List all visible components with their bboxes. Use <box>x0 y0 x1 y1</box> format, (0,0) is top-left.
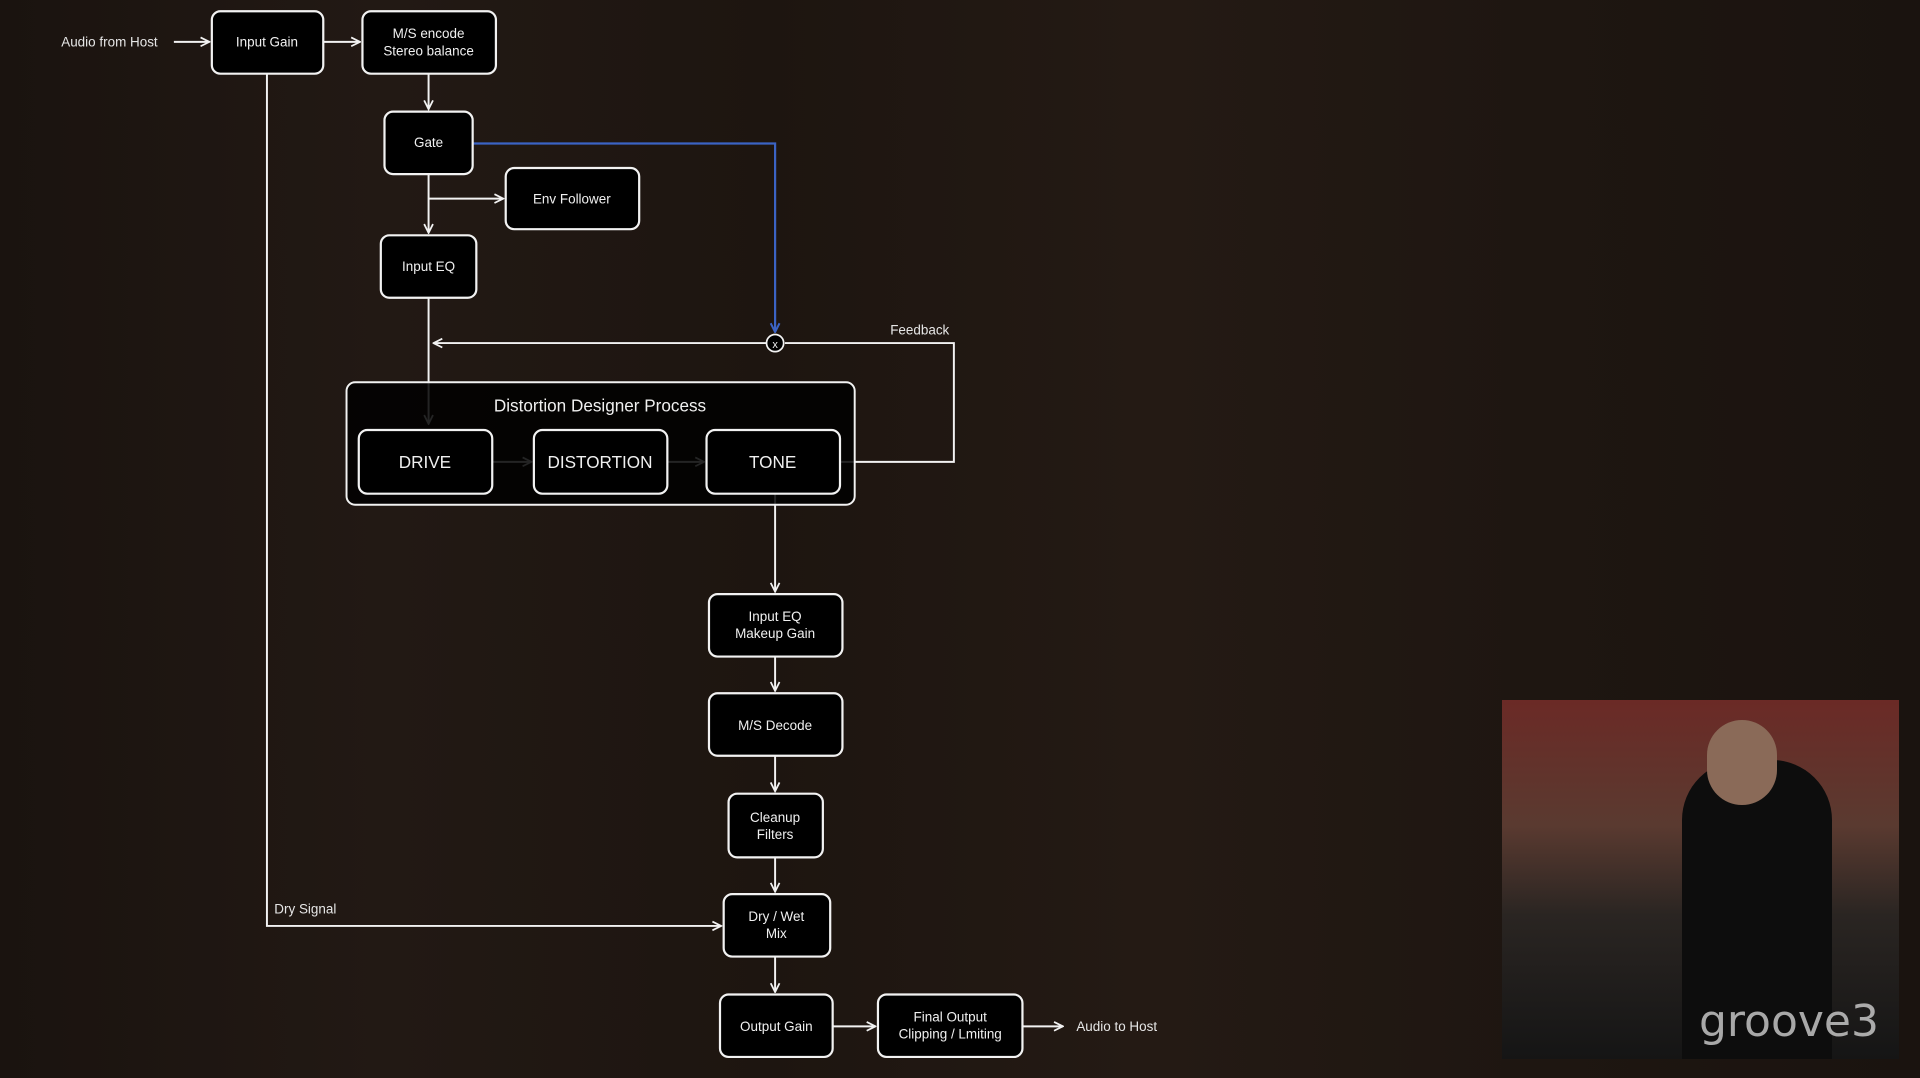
node-label: Env Follower <box>533 191 611 206</box>
node-label: Gate <box>414 135 443 150</box>
node-env-follower: Env Follower <box>504 166 641 231</box>
node-label: Input EQ <box>749 609 802 624</box>
node-ms-decode: M/S Decode <box>707 692 844 757</box>
audio-to-host-label: Audio to Host <box>1076 1019 1157 1034</box>
node-label: Stereo balance <box>383 43 474 58</box>
groove3-logo: groove3 <box>1699 996 1879 1047</box>
node-label: Output Gain <box>740 1019 813 1034</box>
multiply-node: x <box>765 333 785 353</box>
node-label: Filters <box>757 827 794 842</box>
node-gate: Gate <box>383 110 474 176</box>
presenter <box>1682 760 1832 1059</box>
dry-signal-line <box>265 73 721 926</box>
node-input-eq: Input EQ <box>379 234 478 299</box>
connectors <box>173 42 1063 1026</box>
node-label: Final Output <box>914 1009 988 1024</box>
feedback-label: Feedback <box>890 323 949 338</box>
multiply-icon <box>765 333 785 353</box>
node-label: DRIVE <box>399 452 451 472</box>
node-tone: TONE <box>705 428 842 495</box>
node-label: Input Gain <box>236 35 298 50</box>
multiply-label: x <box>772 339 778 351</box>
node-label: Dry / Wet <box>748 909 804 924</box>
node-makeup-gain: Input EQ Makeup Gain <box>707 592 844 658</box>
webcam-overlay: groove3 <box>1502 700 1899 1059</box>
node-label: Makeup Gain <box>735 626 815 641</box>
node-label: TONE <box>749 452 796 472</box>
feedback-line <box>784 342 955 463</box>
dry-signal-label: Dry Signal <box>274 902 336 917</box>
node-output-gain: Output Gain <box>718 993 834 1059</box>
node-label: Clipping / Lmiting <box>899 1027 1002 1042</box>
node-drive: DRIVE <box>357 428 494 495</box>
node-label: M/S encode <box>393 26 465 41</box>
node-label: Cleanup <box>750 810 800 825</box>
node-label: Input EQ <box>402 259 455 274</box>
presenter-head <box>1707 720 1777 805</box>
node-label: Mix <box>766 926 787 941</box>
distortion-process-group: Distortion Designer Process DRIVE DISTOR… <box>345 381 856 506</box>
sidechain-line <box>472 142 775 332</box>
node-label: DISTORTION <box>548 452 653 472</box>
process-title: Distortion Designer Process <box>494 396 706 416</box>
node-distortion: DISTORTION <box>532 428 669 495</box>
node-label: M/S Decode <box>738 718 812 733</box>
node-input-gain: Input Gain <box>210 10 325 75</box>
audio-from-host-label: Audio from Host <box>61 35 158 50</box>
